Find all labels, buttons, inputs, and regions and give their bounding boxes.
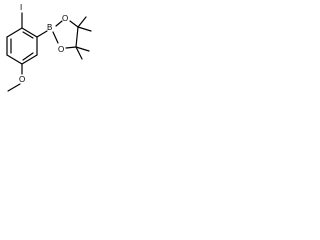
boron-oxygen-bottom-bond bbox=[52, 31, 59, 44]
methyl-bond bbox=[75, 46, 90, 52]
ring-bond bbox=[21, 27, 38, 38]
boron-oxygen-top-bond bbox=[55, 20, 63, 27]
carbon-carbon-bond bbox=[75, 26, 79, 48]
ring-double-bond bbox=[22, 52, 34, 61]
boron-label: B bbox=[47, 23, 52, 32]
methoxy-methyl-bond bbox=[7, 83, 21, 92]
carbon-boron-bond bbox=[36, 30, 48, 38]
chemical-structure: I O B O O bbox=[6, 3, 92, 92]
dioxaborolane-oxygen-top-label: O bbox=[62, 14, 68, 23]
methyl-bond bbox=[77, 26, 92, 32]
ring-bond bbox=[21, 54, 38, 65]
methoxy-oxygen-label: O bbox=[19, 75, 25, 84]
oxygen-carbon-bond bbox=[65, 46, 77, 49]
methyl-bond bbox=[75, 46, 83, 60]
dioxaborolane-oxygen-bottom-label: O bbox=[58, 45, 64, 54]
ring-bond bbox=[6, 27, 23, 38]
ring-bond bbox=[6, 54, 23, 65]
ring-double-bond bbox=[22, 31, 34, 39]
oxygen-carbon-bond bbox=[69, 20, 79, 28]
iodine-label: I bbox=[20, 3, 22, 12]
benzene-ring bbox=[6, 27, 38, 65]
methyl-bond bbox=[77, 16, 87, 28]
